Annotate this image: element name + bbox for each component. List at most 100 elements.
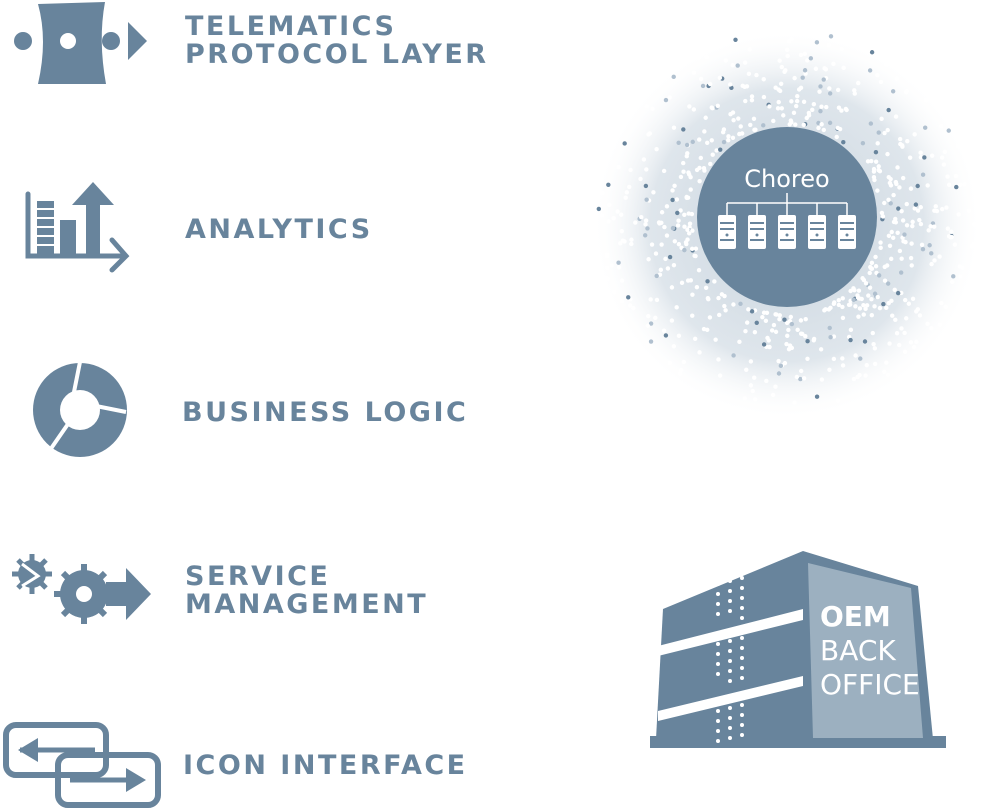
- particle-dot: [713, 337, 718, 342]
- particle-dot: [737, 131, 742, 137]
- particle-dot: [803, 316, 808, 322]
- particle-dot: [776, 358, 781, 364]
- particle-dot: [616, 265, 622, 270]
- particle-dot: [693, 246, 699, 251]
- particle-dot: [663, 256, 668, 262]
- particle-dot: [717, 373, 723, 378]
- particle-dot: [880, 214, 886, 219]
- particle-dot: [892, 287, 897, 293]
- vent-dot: [728, 679, 732, 683]
- particle-dot: [676, 140, 681, 145]
- particle-dot: [861, 302, 866, 308]
- particle-dot: [864, 362, 869, 368]
- vent-dot: [716, 662, 720, 666]
- particle-dot: [785, 333, 790, 339]
- back-line: BACK: [820, 634, 896, 667]
- particle-dot: [944, 205, 949, 210]
- particle-dot: [690, 292, 695, 297]
- particle-dot: [667, 360, 672, 366]
- particle-dot: [607, 202, 612, 208]
- particle-dot: [728, 82, 733, 87]
- particle-dot: [882, 130, 887, 136]
- particle-dot: [870, 330, 875, 336]
- particle-dot: [618, 212, 624, 217]
- particle-dot: [716, 312, 722, 318]
- particle-dot: [685, 227, 690, 233]
- particle-dot: [776, 99, 781, 105]
- particle-dot: [878, 79, 884, 85]
- particle-dot: [868, 121, 874, 126]
- particle-dot: [873, 159, 879, 164]
- label-line: PROTOCOL LAYER: [185, 39, 489, 70]
- particle-dot: [748, 383, 754, 388]
- particle-dot: [805, 58, 810, 63]
- particle-dot: [798, 368, 804, 374]
- particle-dot: [893, 220, 899, 225]
- particle-dot: [644, 167, 649, 172]
- particle-dot: [885, 281, 891, 286]
- particle-dot: [861, 277, 867, 283]
- particle-dot: [827, 367, 832, 373]
- particle-dot: [670, 188, 675, 193]
- particle-dot: [863, 281, 869, 286]
- particle-dot: [929, 153, 935, 158]
- particle-dot: [779, 64, 785, 70]
- particle-dot: [840, 304, 845, 310]
- particle-dot: [872, 304, 877, 309]
- particle-dot: [787, 343, 793, 348]
- particle-dot: [869, 313, 875, 318]
- particle-dot: [927, 243, 932, 248]
- particle-dot: [677, 371, 683, 376]
- particle-dot: [746, 71, 752, 77]
- particle-dot: [719, 292, 725, 297]
- particle-dot: [771, 322, 777, 328]
- particle-dot: [817, 89, 822, 94]
- particle-dot: [742, 60, 748, 65]
- particle-dot: [876, 130, 881, 135]
- particle-dot: [891, 235, 896, 241]
- particle-dot: [918, 205, 923, 210]
- particle-dot: [761, 77, 766, 82]
- particle-dot: [949, 229, 954, 234]
- particle-dot: [885, 151, 890, 157]
- particle-dot: [744, 367, 749, 373]
- particle-dot: [714, 148, 719, 153]
- particle-dot: [710, 106, 715, 111]
- vent-dot: [728, 639, 732, 643]
- particle-dot: [934, 208, 940, 214]
- particle-dot: [638, 176, 643, 182]
- particle-dot: [644, 197, 649, 202]
- vent-dot: [728, 669, 732, 673]
- particle-dot: [891, 192, 896, 198]
- particle-dot: [763, 318, 769, 323]
- vent-dot: [716, 652, 720, 656]
- vent-dot: [740, 703, 744, 707]
- particle-dot: [670, 197, 675, 203]
- particle-dot: [737, 339, 742, 345]
- particle-dot: [882, 200, 887, 206]
- particle-dot: [782, 317, 787, 322]
- particle-dot: [839, 46, 844, 52]
- particle-dot: [786, 347, 792, 352]
- particle-dot: [848, 288, 853, 294]
- particle-dot: [864, 303, 870, 308]
- particle-dot: [633, 220, 638, 225]
- particle-dot: [735, 63, 740, 68]
- particle-dot: [939, 155, 945, 160]
- particle-dot: [622, 141, 627, 146]
- particle-dot: [819, 122, 824, 127]
- vent-dot: [740, 646, 744, 650]
- vent-dot: [740, 586, 744, 590]
- particle-dot: [917, 217, 922, 223]
- particle-dot: [606, 219, 611, 224]
- particle-dot: [878, 245, 883, 250]
- particle-dot: [810, 107, 815, 112]
- particle-dot: [885, 127, 890, 133]
- particle-dot: [682, 247, 687, 253]
- particle-dot: [794, 103, 799, 109]
- particle-dot: [721, 139, 727, 145]
- particle-dot: [886, 233, 892, 239]
- vent-dot: [716, 719, 720, 723]
- particle-dot: [925, 183, 930, 188]
- particle-dot: [873, 149, 879, 155]
